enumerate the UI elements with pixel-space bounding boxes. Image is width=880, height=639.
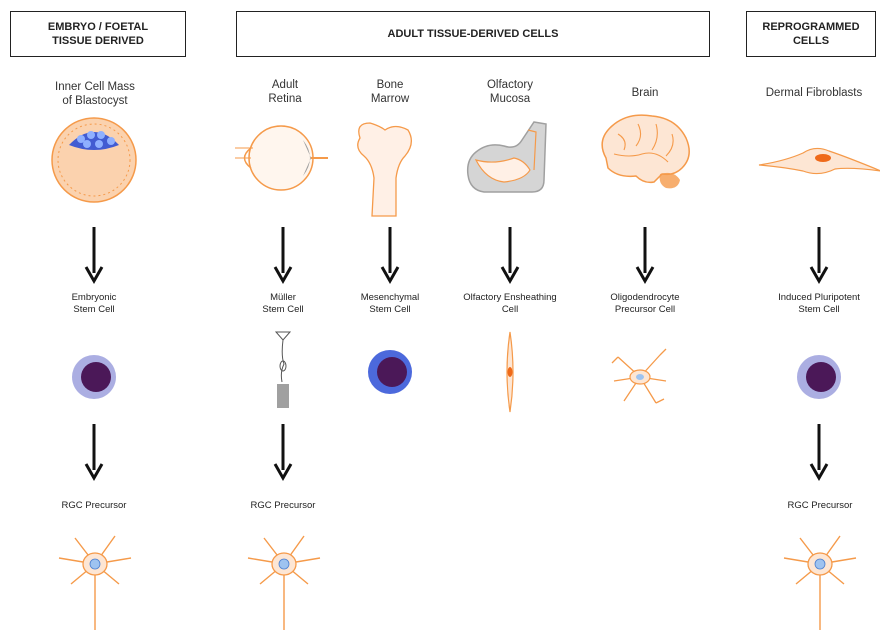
brain-illustration [594, 110, 694, 200]
cell-label-ipsc: Induced Pluripotent Stem Cell [760, 292, 878, 316]
rgc-neuron-illustration [55, 530, 135, 630]
source-retina-line1: Adult [240, 78, 330, 92]
source-label-olfactory: Olfactory Mucosa [455, 78, 565, 106]
header-adult-label: ADULT TISSUE-DERIVED CELLS [388, 27, 559, 41]
arrow-down-icon [273, 227, 293, 283]
header-reprog-line2: CELLS [793, 34, 829, 48]
cell-esc-line1: Embryonic [44, 292, 144, 304]
rgc-precursor-label-2: RGC Precursor [233, 500, 333, 512]
arrow-down-icon [809, 424, 829, 480]
blastocyst-illustration [49, 115, 139, 205]
cell-label-muller: Müller Stem Cell [233, 292, 333, 316]
cell-msc-line2: Stem Cell [340, 304, 440, 316]
cell-msc-line1: Mesenchymal [340, 292, 440, 304]
cell-muller-line2: Stem Cell [233, 304, 333, 316]
header-embryo-line1: EMBRYO / FOETAL [48, 20, 148, 34]
arrow-down-icon [84, 227, 104, 283]
olfactory-illustration [464, 120, 554, 200]
source-olfactory-line1: Olfactory [455, 78, 565, 92]
bone-illustration [350, 118, 420, 218]
source-marrow-line2: Marrow [345, 92, 435, 106]
ipsc-cell-illustration [794, 352, 844, 402]
header-embryo-line2: TISSUE DERIVED [52, 34, 144, 48]
arrow-down-icon [809, 227, 829, 283]
arrow-down-icon [273, 424, 293, 480]
rgc-precursor-label-3: RGC Precursor [770, 500, 870, 512]
arrow-down-icon [500, 227, 520, 283]
header-embryo-foetal: EMBRYO / FOETAL TISSUE DERIVED [10, 11, 186, 57]
oligodendrocyte-precursor-illustration [610, 347, 670, 407]
header-reprog-line1: REPROGRAMMED [762, 20, 859, 34]
eye-illustration [233, 118, 328, 198]
cell-oec-line1: Olfactory Ensheathing [450, 292, 570, 304]
mesenchymal-stem-cell-illustration [365, 347, 415, 397]
header-reprogrammed: REPROGRAMMED CELLS [746, 11, 876, 57]
source-olfactory-line2: Mucosa [455, 92, 565, 106]
arrow-down-icon [84, 424, 104, 480]
cell-muller-line1: Müller [233, 292, 333, 304]
embryonic-stem-cell-illustration [69, 352, 119, 402]
source-label-retina: Adult Retina [240, 78, 330, 106]
olfactory-ensheathing-cell-illustration [500, 332, 520, 412]
source-label-fibroblasts: Dermal Fibroblasts [748, 86, 880, 100]
cell-label-oec: Olfactory Ensheathing Cell [450, 292, 570, 316]
source-label-brain: Brain [600, 86, 690, 100]
source-fibroblasts-line1: Dermal Fibroblasts [748, 86, 880, 100]
cell-esc-line2: Stem Cell [44, 304, 144, 316]
cell-opc-line1: Oligodendrocyte [590, 292, 700, 304]
source-label-marrow: Bone Marrow [345, 78, 435, 106]
source-label-icm: Inner Cell Mass of Blastocyst [20, 80, 170, 108]
source-icm-line2: of Blastocyst [20, 94, 170, 108]
header-adult-tissue: ADULT TISSUE-DERIVED CELLS [236, 11, 710, 57]
source-marrow-line1: Bone [345, 78, 435, 92]
cell-label-opc: Oligodendrocyte Precursor Cell [590, 292, 700, 316]
cell-ipsc-line1: Induced Pluripotent [760, 292, 878, 304]
source-retina-line2: Retina [240, 92, 330, 106]
fibroblast-illustration [755, 135, 880, 185]
cell-ipsc-line2: Stem Cell [760, 304, 878, 316]
arrow-down-icon [635, 227, 655, 283]
rgc-neuron-illustration [780, 530, 860, 630]
cell-opc-line2: Precursor Cell [590, 304, 700, 316]
cell-label-msc: Mesenchymal Stem Cell [340, 292, 440, 316]
rgc-neuron-illustration [244, 530, 324, 630]
muller-cell-illustration [268, 330, 298, 410]
source-icm-line1: Inner Cell Mass [20, 80, 170, 94]
arrow-down-icon [380, 227, 400, 283]
cell-label-esc: Embryonic Stem Cell [44, 292, 144, 316]
source-brain-line1: Brain [600, 86, 690, 100]
rgc-precursor-label-1: RGC Precursor [44, 500, 144, 512]
cell-oec-line2: Cell [450, 304, 570, 316]
